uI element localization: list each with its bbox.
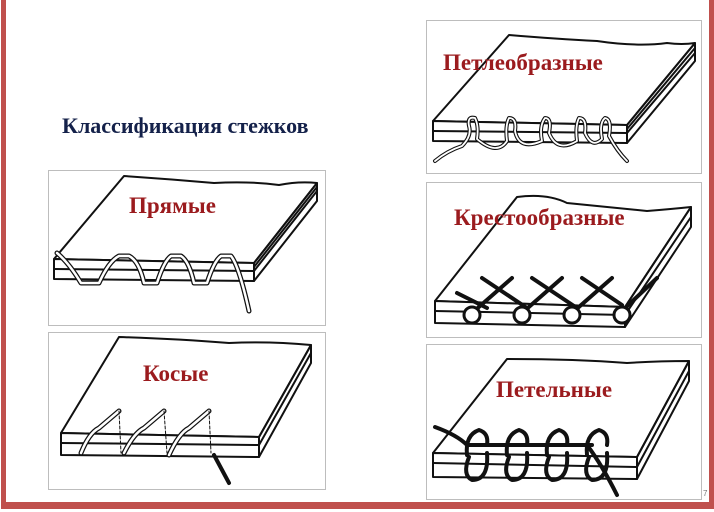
stitch-card-slanted: Косые [48, 332, 326, 490]
stitch-card-cross: Крестообразные [426, 182, 702, 338]
straight-stitch-illustration [53, 175, 318, 314]
slanted-stitch-illustration [60, 336, 312, 485]
stitch-label-straight: Прямые [129, 193, 216, 218]
loop-stitch-illustration [432, 34, 696, 163]
slide-border-bottom [1, 502, 714, 509]
slide-border-left [1, 0, 6, 509]
stitch-card-buttonhole: Петельные [426, 344, 702, 500]
buttonhole-stitch-illustration [432, 358, 690, 497]
stitch-label-buttonhole: Петельные [496, 377, 613, 402]
page-number: 7 [703, 489, 708, 498]
cross-stitch-illustration [434, 194, 692, 328]
slide-title: Классификация стежков [62, 113, 309, 138]
stitch-card-loop: Петлеобразные [426, 20, 702, 174]
slide-border-right [709, 0, 714, 509]
stitch-label-cross: Крестообразные [454, 205, 625, 230]
stitch-label-loop: Петлеобразные [443, 50, 603, 75]
stitch-card-straight: Прямые [48, 170, 326, 326]
stitch-label-slanted: Косые [143, 361, 209, 386]
